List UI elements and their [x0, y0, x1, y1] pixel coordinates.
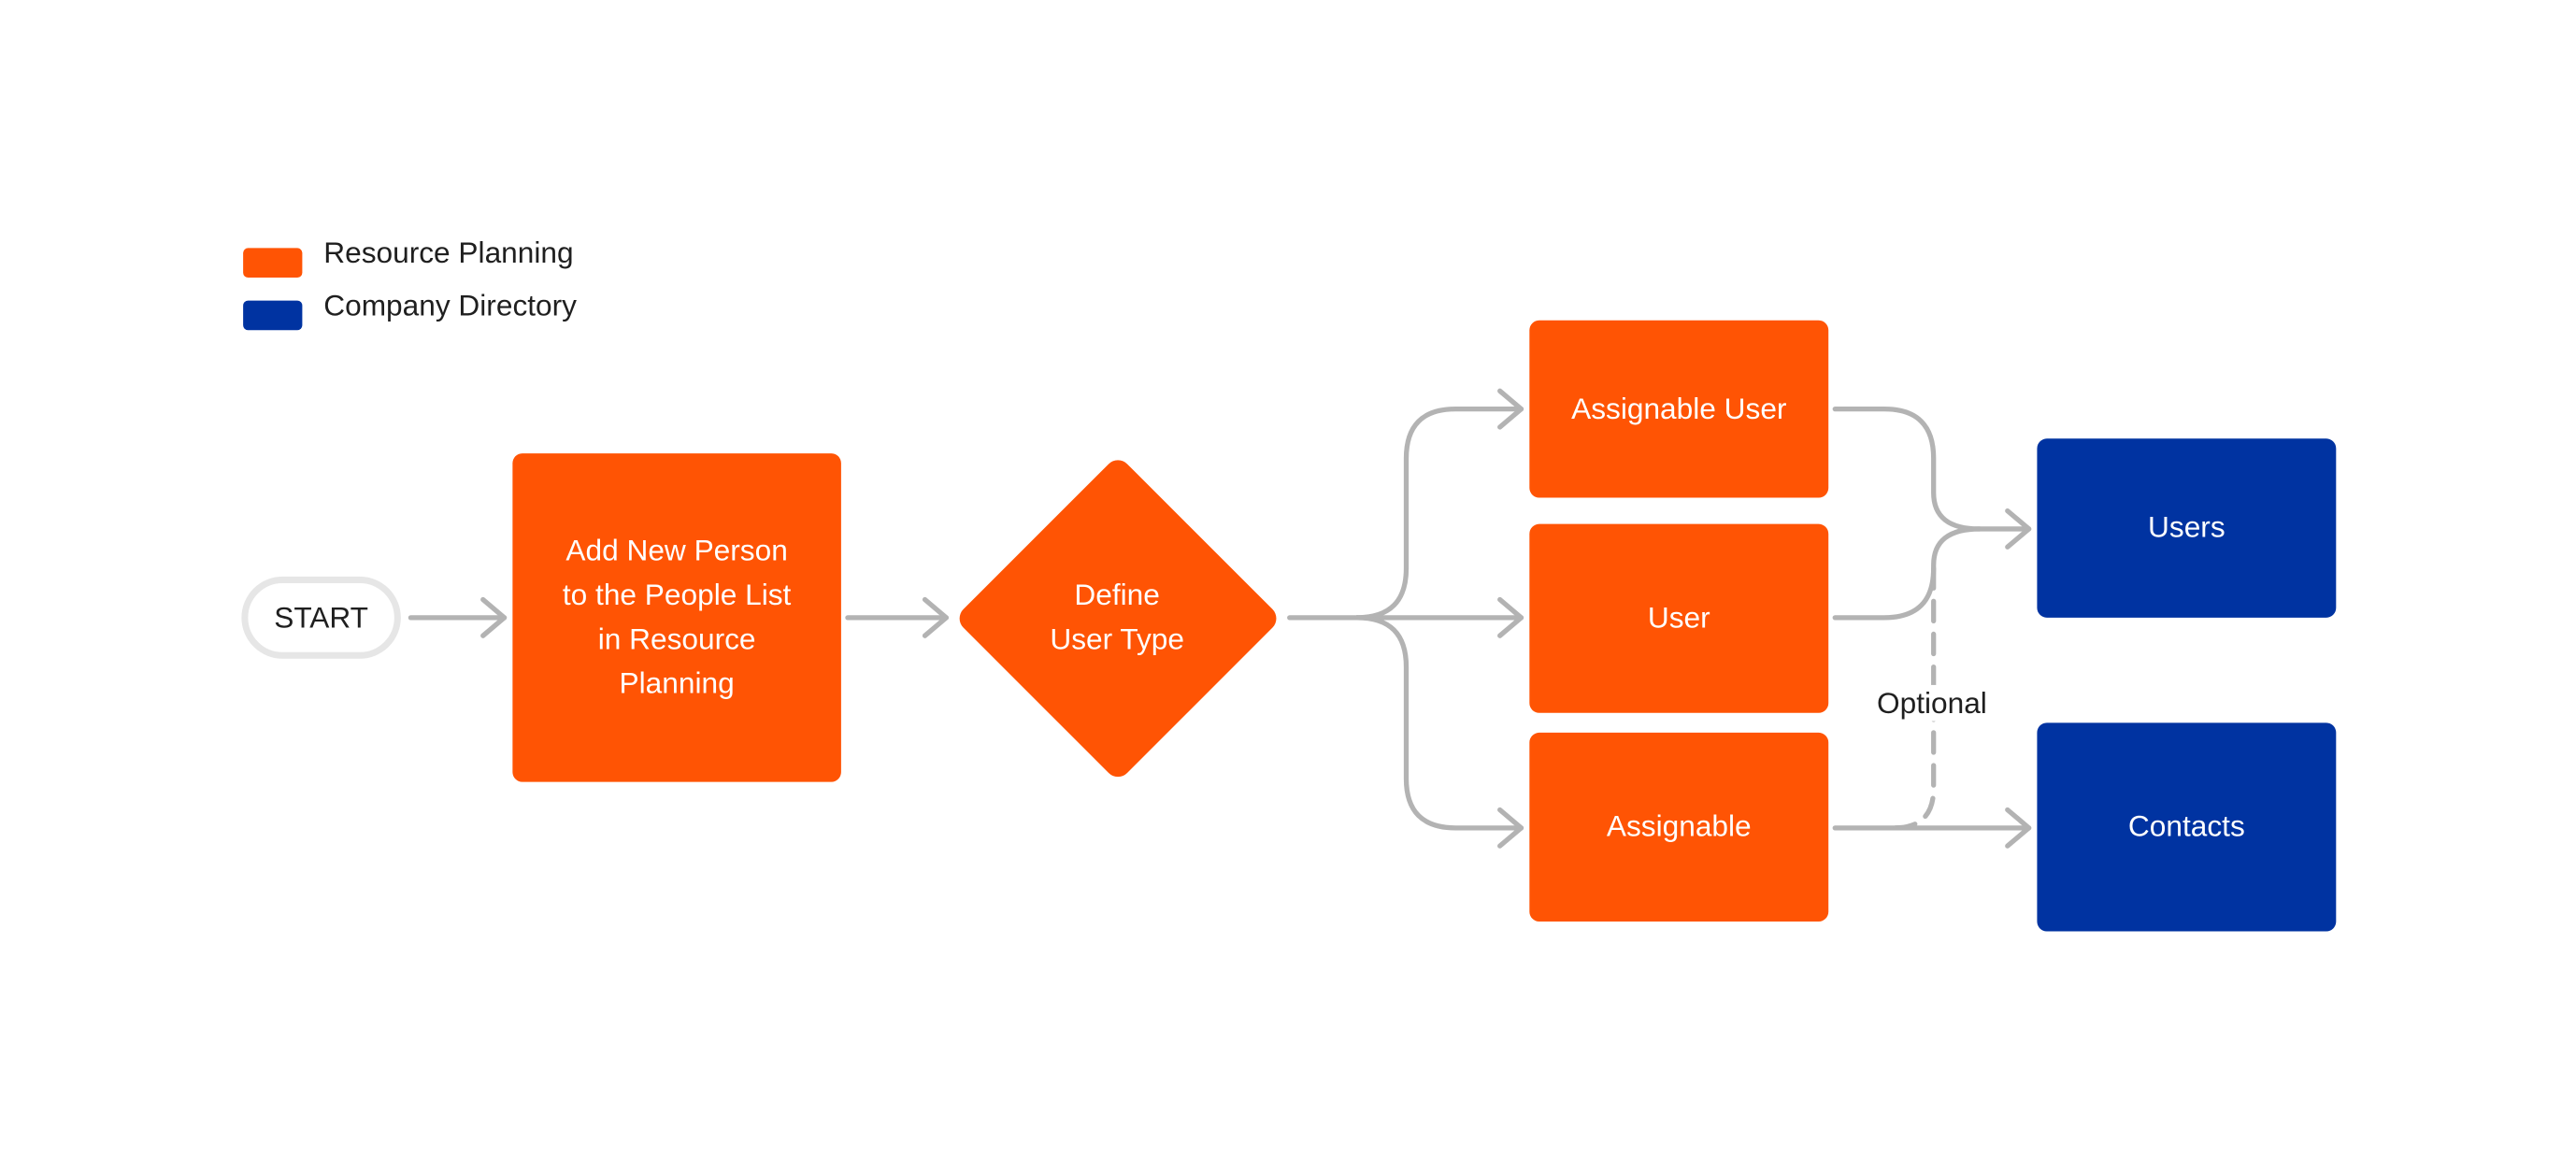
optional-label: Optional: [1856, 684, 2008, 722]
arrowhead-icon: [2005, 507, 2032, 550]
define-user-type-label: Define User Type: [1050, 578, 1184, 656]
edge-optional-dashed: [1891, 565, 1937, 831]
edge-define-to-assignable-user: [1354, 407, 1524, 621]
legend-label-company-directory: Company Directory: [323, 289, 577, 322]
arrowhead-icon: [480, 596, 508, 638]
users-node: Users: [2037, 438, 2337, 618]
user-node: User: [1529, 523, 1829, 713]
start-node: START: [241, 576, 401, 659]
assignable-user-node: Assignable User: [1529, 320, 1829, 498]
edge-user-to-users: [1832, 526, 1982, 621]
legend-swatch-resource-planning: [243, 248, 303, 279]
arrowhead-icon: [2005, 807, 2032, 849]
arrowhead-icon: [1497, 807, 1524, 849]
arrowhead-icon: [1497, 388, 1524, 430]
contacts-node: Contacts: [2037, 722, 2337, 932]
legend-swatch-company-directory: [243, 300, 303, 331]
arrowhead-icon: [922, 596, 950, 638]
legend-label-resource-planning: Resource Planning: [323, 236, 574, 270]
edge-assignable-user-to-users: [1832, 407, 2032, 532]
edge-define-to-assignable: [1354, 615, 1524, 831]
assignable-node: Assignable: [1529, 732, 1829, 922]
add-person-node: Add New Person to the People List in Res…: [512, 453, 841, 782]
arrowhead-icon: [1497, 596, 1524, 638]
